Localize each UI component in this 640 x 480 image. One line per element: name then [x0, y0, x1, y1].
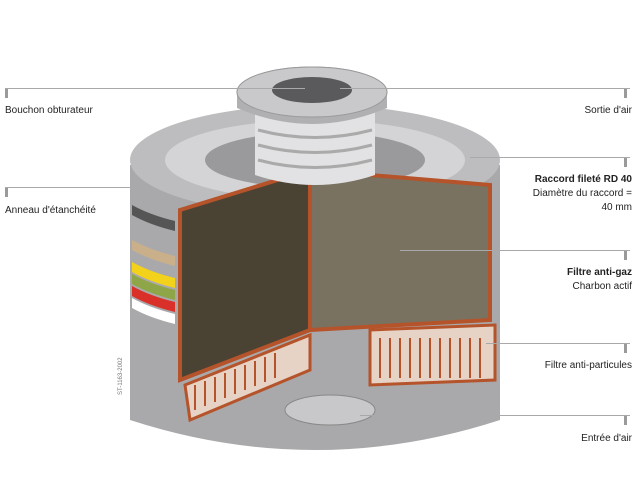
label-filtre-particules: Filtre anti-particules [544, 360, 632, 371]
label-bouchon: Bouchon obturateur [5, 105, 93, 116]
band-red [132, 286, 175, 312]
figure-code: ST-1163-2002 [118, 357, 124, 395]
label-raccord-desc2: 40 mm [601, 202, 632, 213]
particle-filter-pleats [194, 338, 481, 410]
label-filtre-gaz-title: Filtre anti-gaz [566, 267, 632, 278]
label-raccord-desc1: Diamètre du raccord = [532, 188, 632, 199]
label-sortie: Sortie d'air [584, 105, 633, 116]
band-yellow [132, 262, 175, 288]
band-tan [132, 240, 175, 266]
label-entree: Entrée d'air [581, 433, 632, 444]
band-green [132, 274, 175, 300]
air-outlet-hole [272, 77, 352, 103]
label-anneau: Anneau d'étanchéité [5, 205, 96, 216]
label-raccord-title: Raccord fileté RD 40 [534, 174, 632, 185]
label-filtre-gaz-desc: Charbon actif [572, 281, 632, 292]
air-inlet [284, 394, 376, 426]
